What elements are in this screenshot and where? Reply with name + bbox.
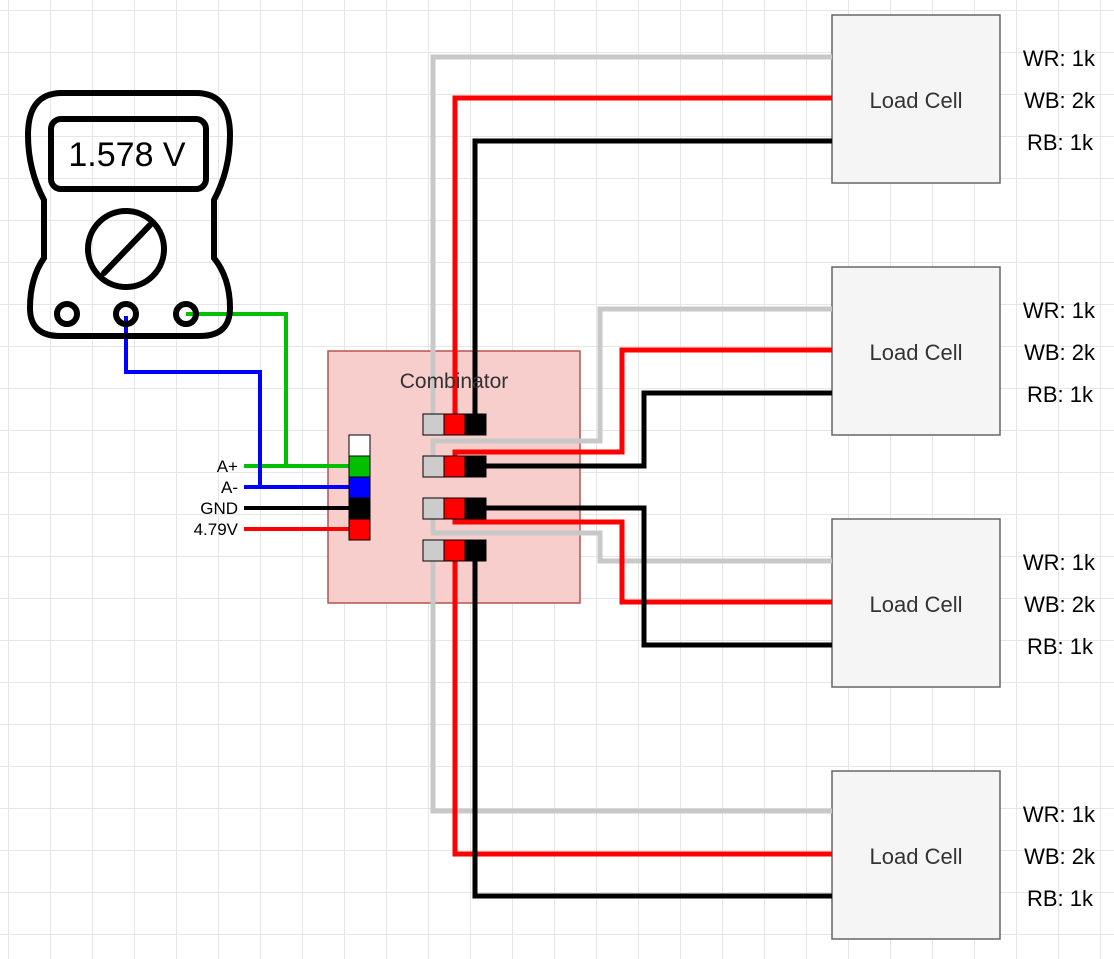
input-wires — [124, 312, 350, 531]
load-cell-4-wr: WR: 1k — [1023, 802, 1096, 827]
load-cell-2-wr: WR: 1k — [1023, 298, 1096, 323]
wire-cell1-red — [452, 95, 832, 424]
multimeter-dial — [85, 208, 167, 290]
load-cell-box-4 — [831, 770, 1001, 940]
load-cell-box-3 — [831, 518, 1001, 688]
load-cell-box-1 — [831, 14, 1001, 184]
multimeter-icon — [24, 90, 234, 339]
wire-meter-green — [186, 312, 288, 466]
pin-label-gnd: GND — [200, 499, 238, 518]
load-cell-4-wb: WB: 2k — [1024, 844, 1096, 869]
output-connector-3 — [422, 497, 487, 520]
multimeter-dial-pointer — [101, 222, 153, 276]
combinator-input-connector — [348, 434, 371, 541]
load-cell-1-wr: WR: 1k — [1023, 46, 1096, 71]
pin-label-a-plus: A+ — [217, 457, 238, 476]
load-cell-3-name: Load Cell — [870, 592, 963, 617]
load-cell-4: Load Cell WR: 1k WB: 2k RB: 1k — [870, 802, 1096, 911]
wire-cell1-white — [430, 54, 832, 424]
output-connector-2 — [422, 455, 487, 478]
output-connector-4 — [422, 539, 487, 562]
load-cell-3-wb: WB: 2k — [1024, 592, 1096, 617]
wire-cell3-black — [475, 505, 832, 648]
multimeter-jack-com — [113, 301, 139, 327]
load-cell-1: Load Cell WR: 1k WB: 2k RB: 1k — [870, 46, 1096, 155]
multimeter-jack-volt — [173, 301, 199, 327]
wire-cell4-black — [472, 550, 832, 899]
wire-meter-blue — [124, 316, 262, 487]
load-cell-3: Load Cell WR: 1k WB: 2k RB: 1k — [870, 550, 1096, 659]
multimeter-reading: 1.578 V — [68, 136, 186, 174]
load-cell-2-wb: WB: 2k — [1024, 340, 1096, 365]
wire-cell1-black — [472, 138, 832, 424]
load-cell-wires — [430, 54, 832, 899]
load-cell-box-2 — [831, 266, 1001, 436]
load-cell-4-name: Load Cell — [870, 844, 963, 869]
multimeter-display — [48, 116, 209, 192]
pin-label-excitation: 4.79V — [194, 520, 239, 539]
load-cell-1-wb: WB: 2k — [1024, 88, 1096, 113]
pin-label-a-minus: A- — [221, 478, 238, 497]
load-cell-2-rb: RB: 1k — [1027, 382, 1094, 407]
load-cell-boxes — [831, 14, 1001, 940]
wire-cell4-white — [430, 550, 832, 814]
load-cell-3-rb: RB: 1k — [1027, 634, 1094, 659]
combinator-title: Combinator — [400, 370, 509, 393]
load-cell-2-name: Load Cell — [870, 340, 963, 365]
multimeter-jack-left — [54, 301, 80, 327]
combinator-output-connectors — [422, 413, 487, 562]
output-connector-1 — [422, 413, 487, 436]
wire-cell2-black — [475, 390, 832, 469]
wire-cell3-white — [430, 508, 832, 564]
load-cell-3-wr: WR: 1k — [1023, 550, 1096, 575]
wire-cell2-white — [430, 306, 832, 466]
wire-cell4-red — [452, 550, 832, 857]
load-cell-1-rb: RB: 1k — [1027, 130, 1094, 155]
load-cell-1-name: Load Cell — [870, 88, 963, 113]
load-cell-2: Load Cell WR: 1k WB: 2k RB: 1k — [870, 298, 1096, 407]
multimeter-body — [24, 90, 234, 339]
load-cell-4-rb: RB: 1k — [1027, 886, 1094, 911]
